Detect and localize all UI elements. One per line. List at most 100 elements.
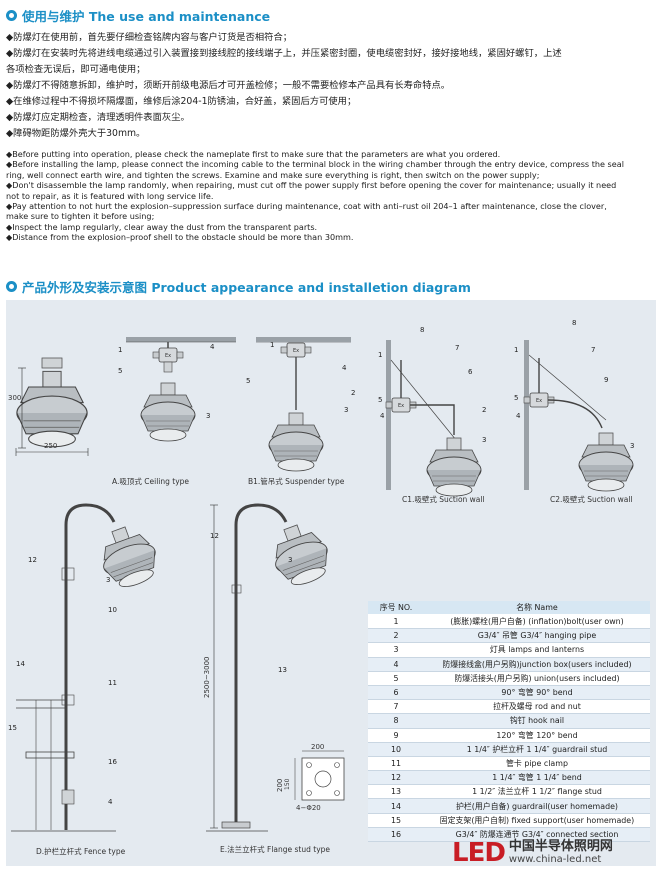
callout-5: 5 xyxy=(514,394,518,402)
part-name: 灯具 lamps and lanterns xyxy=(424,642,650,658)
callout-7: 7 xyxy=(591,346,595,354)
caption-flange-stud-type: E.法兰立杆式 Flange stud type xyxy=(220,845,331,854)
callout-4: 4 xyxy=(380,412,385,420)
part-number: 7 xyxy=(368,699,424,715)
dimension-flange-height: 200 xyxy=(276,779,284,792)
part-number: 14 xyxy=(368,798,424,814)
part-name: 护栏(用户自备) guardrail(user homemade) xyxy=(424,798,650,814)
en-item: ◆Before putting into operation, please c… xyxy=(6,149,501,159)
part-name: (膨胀)螺栓(用户自备) (inflation)bolt(user own) xyxy=(424,614,650,630)
dimension-flange-inner: 150 xyxy=(284,778,291,790)
part-number: 6 xyxy=(368,685,424,701)
dimension-height: 300 xyxy=(8,394,21,402)
part-number: 16 xyxy=(368,827,424,843)
cn-item: 各项检查无误后，即可通电使用； xyxy=(6,64,146,75)
callout-2: 2 xyxy=(482,406,486,414)
circle-bullet-icon xyxy=(6,10,17,21)
part-number: 10 xyxy=(368,742,424,757)
led-logo-mark: LED xyxy=(452,838,506,868)
part-name: 管卡 pipe clamp xyxy=(424,756,650,772)
callout-9: 9 xyxy=(604,376,608,384)
cn-item: ◆防爆灯在安装时先将进线电缆通过引入装置接到接线腔的接线端子上，并压紧密封圈，使… xyxy=(6,48,562,59)
callout-labels: 1 5 4 3 1 5 4 2 3 8 7 6 1 5 4 2 3 8 7 9 … xyxy=(8,319,634,806)
en-item: not to repair, as it is featured with lo… xyxy=(6,190,214,201)
cn-item: ◆防爆灯在使用前，首先要仔细检查铭牌内容与客户订货是否相符合； xyxy=(6,32,293,43)
callout-12: 12 xyxy=(28,556,37,564)
logo-site-name: 中国半导体照明网 xyxy=(508,839,613,854)
part-name: G3/4″ 防爆连通节 G3/4″ connected section xyxy=(424,827,650,843)
callout-8: 8 xyxy=(572,319,576,327)
part-name: 120° 弯管 120° bend xyxy=(424,728,650,743)
callout-4: 4 xyxy=(210,343,215,351)
caption-suction-wall-c2: C2.吸壁式 Suction wall xyxy=(550,495,633,504)
callout-5: 5 xyxy=(118,367,122,375)
cn-item: ◆防爆灯不得随意拆卸，维护时，须断开前级电源后才可开盖检修；一般不需要检修本产品… xyxy=(6,80,451,91)
section-heading-use-maintenance: 使用与维护 The use and maintenance xyxy=(6,6,270,25)
part-name: 防爆接线盒(用户另购)junction box(users included) xyxy=(424,657,650,672)
part-number: 3 xyxy=(368,642,424,658)
callout-3: 3 xyxy=(288,556,292,564)
callout-5: 5 xyxy=(246,377,250,385)
callout-11: 11 xyxy=(108,679,117,687)
dimension-flange-width: 200 xyxy=(311,743,324,751)
callout-3: 3 xyxy=(482,436,486,444)
en-item: make sure to tighten it before using; xyxy=(6,211,155,222)
section-title: 产品外形及安装示意图 Product appearance and instal… xyxy=(22,280,471,295)
callout-4: 4 xyxy=(516,412,521,420)
circle-bullet-icon xyxy=(6,281,17,292)
logo-url: www.china-led.net xyxy=(508,854,602,865)
part-number: 2 xyxy=(368,628,424,644)
part-number: 8 xyxy=(368,713,424,729)
en-item: ◆Before installing the lamp, please conn… xyxy=(6,159,624,170)
drawing-flange-stud-type xyxy=(206,503,337,832)
column-header-name: 名称 Name xyxy=(424,601,650,615)
callout-12: 12 xyxy=(210,532,219,540)
callout-4: 4 xyxy=(342,364,347,372)
chinese-instructions: ◆防爆灯在使用前，首先要仔细检查铭牌内容与客户订货是否相符合； ◆防爆灯在安装时… xyxy=(6,30,658,142)
section-heading-installation: 产品外形及安装示意图 Product appearance and instal… xyxy=(6,277,471,296)
drawing-fence-type xyxy=(11,503,165,832)
part-number: 1 xyxy=(368,614,424,630)
part-name: 固定支架(用户自制) fixed support(user homemade) xyxy=(424,813,650,828)
callout-1: 1 xyxy=(378,351,382,359)
cn-item: ◆防爆灯应定期检查，清理透明件表面灰尘。 xyxy=(6,112,190,123)
site-logo: LED 中国半导体照明网 www.china-led.net xyxy=(452,838,613,868)
part-number: 15 xyxy=(368,813,424,828)
part-number: 12 xyxy=(368,770,424,786)
section-title: 使用与维护 The use and maintenance xyxy=(22,9,271,24)
en-item: ◆Inspect the lamp regularly, clear away … xyxy=(6,221,318,232)
part-number: 4 xyxy=(368,657,424,672)
caption-suspender-type: B1.管吊式 Suspender type xyxy=(248,477,345,486)
cn-item: ◆障碍物距防爆外壳大于30mm。 xyxy=(6,128,146,139)
callout-6: 6 xyxy=(468,368,473,376)
callout-13: 13 xyxy=(278,666,287,674)
part-name: 90° 弯管 90° bend xyxy=(424,685,650,701)
english-instructions: ◆Before putting into operation, please c… xyxy=(6,149,658,243)
callout-8: 8 xyxy=(420,326,424,334)
callout-5: 5 xyxy=(378,396,382,404)
en-item: ring, well connect earth wire, and tight… xyxy=(6,169,540,180)
callout-10: 10 xyxy=(108,606,117,614)
part-number: 11 xyxy=(368,756,424,772)
callout-7: 7 xyxy=(455,344,459,352)
part-number: 9 xyxy=(368,728,424,743)
callout-3: 3 xyxy=(344,406,348,414)
en-item: ◆Pay attention to not hurt the explosion… xyxy=(6,201,607,212)
drawing-suspender-type xyxy=(126,337,351,472)
caption-fence-type: D.护栏立杆式 Fence type xyxy=(36,847,126,856)
installation-diagram-panel: Ex 300 250 xyxy=(6,300,656,866)
caption-suction-wall-c1: C1.吸壁式 Suction wall xyxy=(402,495,485,504)
part-number: 5 xyxy=(368,671,424,686)
callout-4: 4 xyxy=(108,798,113,806)
drawing-ceiling-type xyxy=(15,357,89,456)
callout-3: 3 xyxy=(106,576,110,584)
